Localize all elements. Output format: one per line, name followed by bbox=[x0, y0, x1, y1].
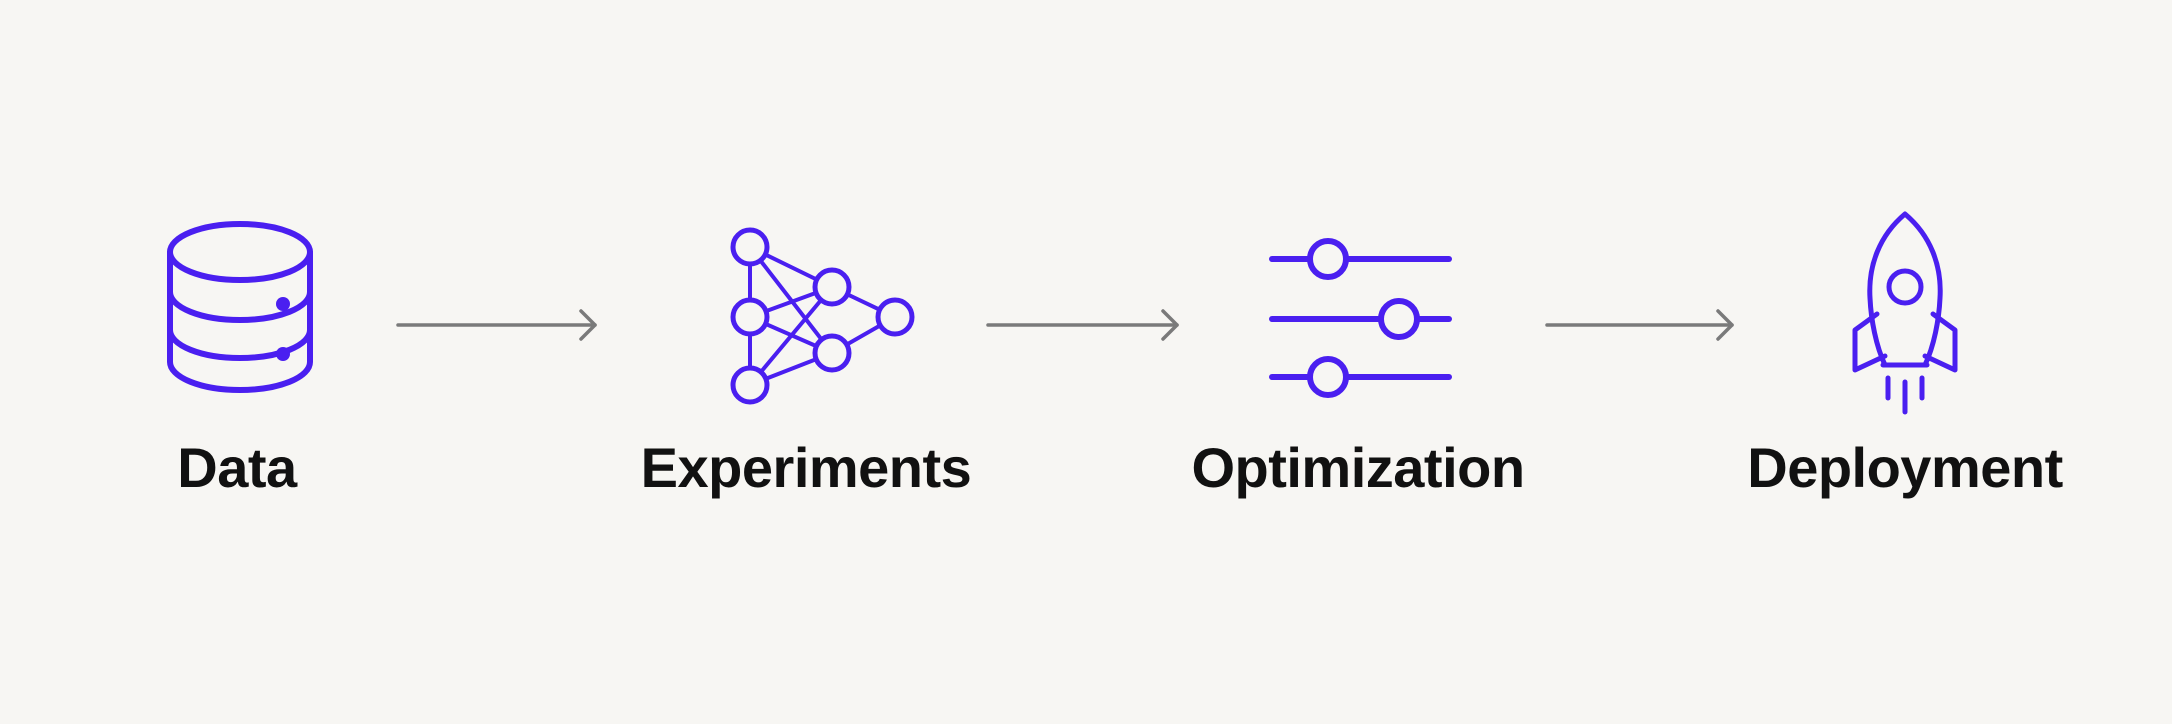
step-label-experiments: Experiments bbox=[640, 436, 972, 499]
rocket-icon bbox=[1852, 211, 1958, 415]
arrow-right-icon bbox=[396, 309, 597, 341]
database-icon bbox=[167, 221, 313, 393]
step-label-optimization: Optimization bbox=[1191, 436, 1525, 499]
step-label-data: Data bbox=[177, 436, 297, 499]
arrow-right-icon bbox=[986, 309, 1179, 341]
arrow-right-icon bbox=[1545, 309, 1734, 341]
step-label-deployment: Deployment bbox=[1747, 436, 2063, 499]
sliders-icon bbox=[1269, 238, 1452, 398]
network-icon bbox=[730, 227, 915, 405]
